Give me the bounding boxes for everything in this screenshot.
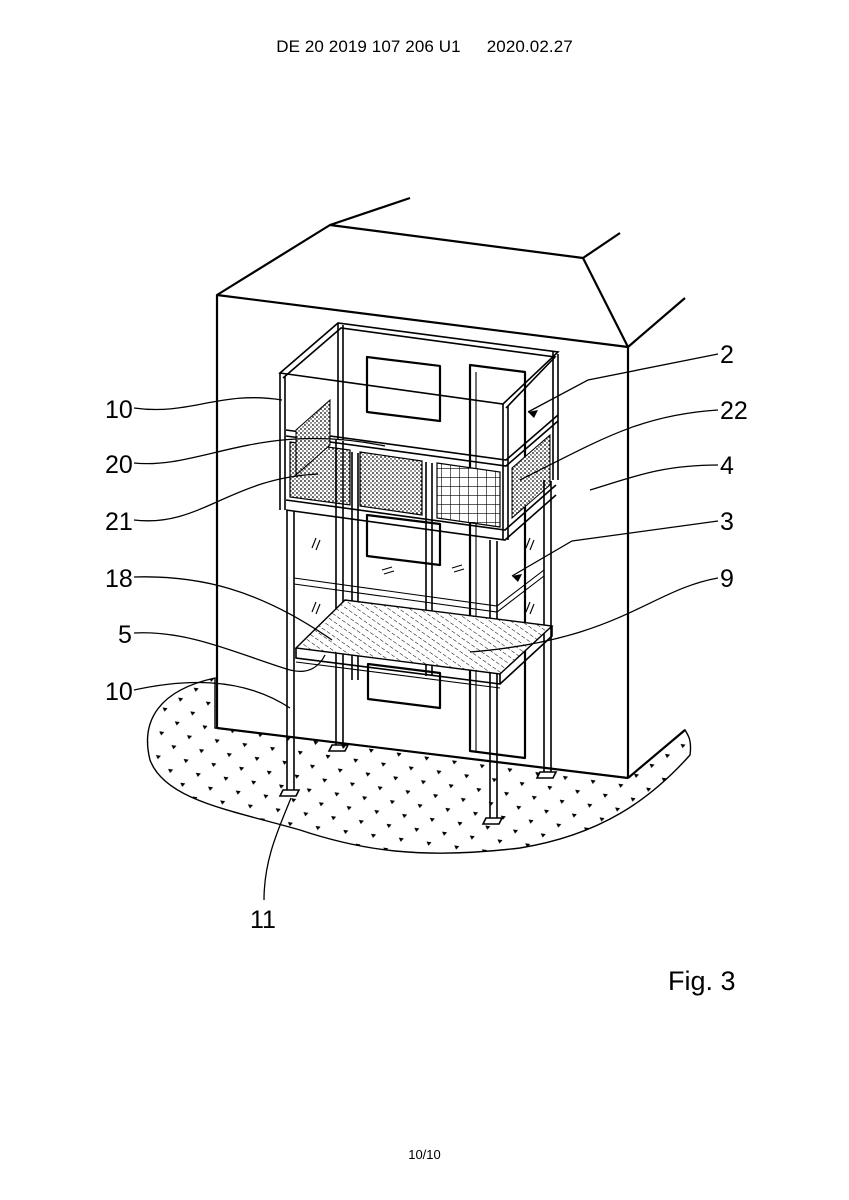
ref-numeral-22: 22 xyxy=(720,397,748,425)
perforated-panel-center xyxy=(359,451,423,516)
upper-balcony xyxy=(278,322,560,680)
ref-numeral-4: 4 xyxy=(720,452,734,480)
page-number: 10/10 xyxy=(408,1147,441,1162)
ref-numeral-2: 2 xyxy=(720,341,734,369)
middle-window xyxy=(365,513,442,567)
ref-numeral-3: 3 xyxy=(720,508,734,536)
ref-numeral-9: 9 xyxy=(720,565,734,593)
publication-number: DE 20 2019 107 206 U1 xyxy=(276,37,461,56)
lower-window xyxy=(366,662,442,710)
ground-area xyxy=(146,677,692,854)
support-structure xyxy=(278,440,558,825)
ref-numeral-10-upper: 10 xyxy=(105,396,133,424)
perforated-panel-side-right xyxy=(511,433,551,520)
patent-header: DE 20 2019 107 206 U1 2020.02.27 xyxy=(0,37,849,57)
ref-numeral-10-lower: 10 xyxy=(105,678,133,706)
ref-numeral-18: 18 xyxy=(105,565,133,593)
figure-label: Fig. 3 xyxy=(668,966,736,996)
ref-numeral-21: 21 xyxy=(105,508,133,536)
ref-numeral-20: 20 xyxy=(105,451,133,479)
ref-numeral-5: 5 xyxy=(118,621,132,649)
publication-date: 2020.02.27 xyxy=(486,37,573,56)
grid-panel xyxy=(436,462,501,528)
leader-lines xyxy=(133,353,719,901)
ref-numeral-11: 11 xyxy=(250,906,276,934)
perforated-panel-side-left xyxy=(295,398,331,477)
